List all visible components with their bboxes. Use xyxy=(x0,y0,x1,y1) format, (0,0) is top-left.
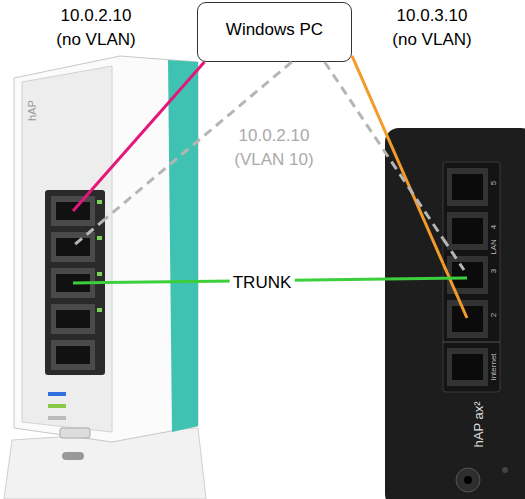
node-label: 5 xyxy=(489,178,499,188)
port-socket xyxy=(452,218,483,244)
reset-hole xyxy=(502,467,508,473)
node-label: 2 xyxy=(489,310,499,320)
port-socket xyxy=(452,354,483,380)
ethernet-port xyxy=(447,348,488,386)
cable-plug xyxy=(73,219,105,246)
port-socket xyxy=(452,174,483,200)
port-led xyxy=(97,200,102,204)
usb-c-port xyxy=(62,452,84,460)
node-label: 3 xyxy=(489,266,499,276)
ethernet-port xyxy=(447,300,488,338)
ethernet-port xyxy=(51,268,95,298)
ethernet-port xyxy=(51,340,95,370)
port-led xyxy=(97,308,102,312)
cable-plug xyxy=(73,190,92,211)
dc-jack-pin xyxy=(464,476,472,484)
port-socket xyxy=(56,310,90,328)
router-body xyxy=(14,56,198,442)
status-led xyxy=(48,404,66,408)
port-led xyxy=(97,272,102,276)
hap-ac2-router xyxy=(4,56,206,499)
cable-plug xyxy=(73,281,105,284)
cable-plug xyxy=(443,239,464,270)
ethernet-port xyxy=(447,256,488,294)
router-port-panel: 54LAN32InternethAP ax² xyxy=(443,162,500,392)
port-socket xyxy=(56,274,90,292)
router-port-panel: hAP xyxy=(45,190,105,375)
network-cable xyxy=(352,56,443,263)
port-socket xyxy=(56,202,90,220)
router-body xyxy=(385,128,525,499)
pc-box: Windows PC xyxy=(197,2,352,62)
cable-plug xyxy=(443,277,467,280)
network-cable xyxy=(92,62,205,190)
node-label: LAN xyxy=(489,234,499,260)
hap-ax2-router xyxy=(385,128,525,499)
ip-label: 10.0.2.10 (no VLAN) xyxy=(50,4,142,52)
ethernet-port xyxy=(447,168,488,206)
mode-button xyxy=(60,428,90,438)
port-panel xyxy=(443,162,500,392)
ethernet-port xyxy=(447,212,488,250)
network-cable xyxy=(325,62,443,239)
ip-label: 10.0.3.10 (no VLAN) xyxy=(386,4,478,52)
port-led xyxy=(97,236,102,240)
ethernet-port xyxy=(51,304,95,334)
port-socket xyxy=(452,306,483,332)
status-led xyxy=(48,416,66,420)
port-socket xyxy=(56,238,90,256)
dc-jack xyxy=(456,468,480,492)
ip-label: 10.0.2.10 (VLAN 10) xyxy=(228,124,320,172)
cable-plug xyxy=(443,263,467,318)
node-label: 4 xyxy=(489,222,499,232)
router-teal-side xyxy=(168,60,198,432)
panel-separator xyxy=(443,342,500,343)
status-led xyxy=(48,392,66,396)
router-front xyxy=(22,66,112,432)
ethernet-port xyxy=(51,232,95,262)
node-label: Internet xyxy=(489,342,499,392)
node-label: hAP xyxy=(26,81,39,141)
edge-label: TRUNK xyxy=(230,273,295,293)
port-socket xyxy=(56,346,90,364)
node-label: hAP ax² xyxy=(471,393,486,457)
ethernet-port xyxy=(51,196,95,226)
port-socket xyxy=(452,262,483,288)
port-panel xyxy=(45,190,105,375)
node-label: Windows PC xyxy=(198,20,351,39)
